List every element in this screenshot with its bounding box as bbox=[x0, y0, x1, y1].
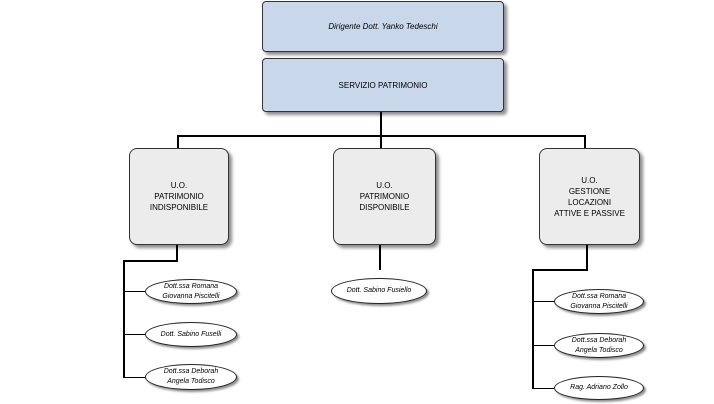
connector-u1-staff-3 bbox=[123, 377, 145, 378]
staff-ellipse: Dott.ssa Deborah Angela Todisco bbox=[554, 333, 644, 358]
staff-ellipse: Dott. Sabino Fusiello bbox=[331, 278, 427, 304]
connector-u3-vertical bbox=[532, 269, 534, 389]
staff-name-line: Dott. Sabino Fuselli bbox=[160, 330, 222, 338]
connector-u1-staff-1 bbox=[123, 291, 145, 292]
unit-line: INDISPONIBILE bbox=[149, 203, 209, 212]
connector-unit-2 bbox=[380, 135, 382, 149]
staff-name-line: Dott. Sabino Fusiello bbox=[346, 287, 412, 294]
unit-box-patrimonio-indisponibile: U.O. PATRIMONIO INDISPONIBILE bbox=[129, 148, 229, 245]
staff-name-line: Dott.ssa Deborah bbox=[571, 336, 627, 344]
staff-name-line: Dott.ssa Deborah bbox=[163, 368, 219, 375]
unit-line: GESTIONE bbox=[568, 186, 611, 196]
unit-line: DISPONIBILE bbox=[359, 203, 410, 212]
staff-ellipse: Dott. Sabino Fuselli bbox=[145, 322, 237, 347]
unit-box-gestione-locazioni: U.O. GESTIONE LOCAZIONI ATTIVE E PASSIVE bbox=[539, 148, 640, 245]
servizio-box: SERVIZIO PATRIMONIO bbox=[262, 58, 504, 112]
connector-u2-down bbox=[379, 245, 381, 270]
connector-u3-staff-1 bbox=[532, 301, 554, 302]
unit-line: PATRIMONIO bbox=[359, 192, 410, 201]
dirigente-box: Dirigente Dott. Yanko Tedeschi bbox=[262, 1, 504, 52]
connector-unit-1 bbox=[177, 135, 179, 149]
staff-ellipse: Rag. Adriano Zollo bbox=[554, 376, 644, 400]
unit-line: LOCAZIONI bbox=[567, 197, 612, 207]
servizio-label: SERVIZIO PATRIMONIO bbox=[338, 80, 428, 90]
connector-u1-down bbox=[176, 245, 178, 261]
connector-u1-vertical bbox=[123, 260, 125, 378]
connector-u1-staff-2 bbox=[123, 334, 145, 335]
staff-ellipse: Dott.ssa Romana Giovanna Piscitelli bbox=[145, 279, 237, 304]
unit-line: U.O. bbox=[170, 181, 188, 190]
connector-u3-staff-3 bbox=[532, 388, 554, 389]
unit-line: U.O. bbox=[376, 181, 393, 190]
staff-name-line: Dott.ssa Romana bbox=[163, 282, 219, 290]
connector-unit-3 bbox=[584, 135, 586, 149]
connector-servizio-down bbox=[380, 112, 382, 137]
staff-ellipse: Dott.ssa Romana Giovanna Piscitelli bbox=[554, 289, 644, 314]
unit-line: U.O. bbox=[581, 175, 598, 185]
staff-name-line: Angela Todisco bbox=[167, 378, 215, 385]
staff-name-line: Giovanna Piscitelli bbox=[162, 292, 220, 300]
dirigente-label: Dirigente Dott. Yanko Tedeschi bbox=[328, 22, 438, 31]
connector-u1-bar bbox=[123, 260, 178, 262]
connector-u3-staff-2 bbox=[532, 345, 554, 346]
staff-ellipse: Dott.ssa Deborah Angela Todisco bbox=[145, 364, 237, 390]
staff-name-line: Angela Todisco bbox=[575, 346, 623, 354]
staff-name-line: Giovanna Piscitelli bbox=[570, 302, 628, 310]
unit-line: ATTIVE E PASSIVE bbox=[554, 208, 625, 218]
staff-name-line: Rag. Adriano Zollo bbox=[570, 384, 628, 391]
connector-u3-down bbox=[586, 245, 588, 270]
staff-name-line: Dott.ssa Romana bbox=[571, 292, 627, 300]
connector-u3-bar bbox=[532, 269, 588, 271]
unit-line: PATRIMONIO bbox=[154, 192, 204, 201]
unit-box-patrimonio-disponibile: U.O. PATRIMONIO DISPONIBILE bbox=[333, 148, 436, 245]
